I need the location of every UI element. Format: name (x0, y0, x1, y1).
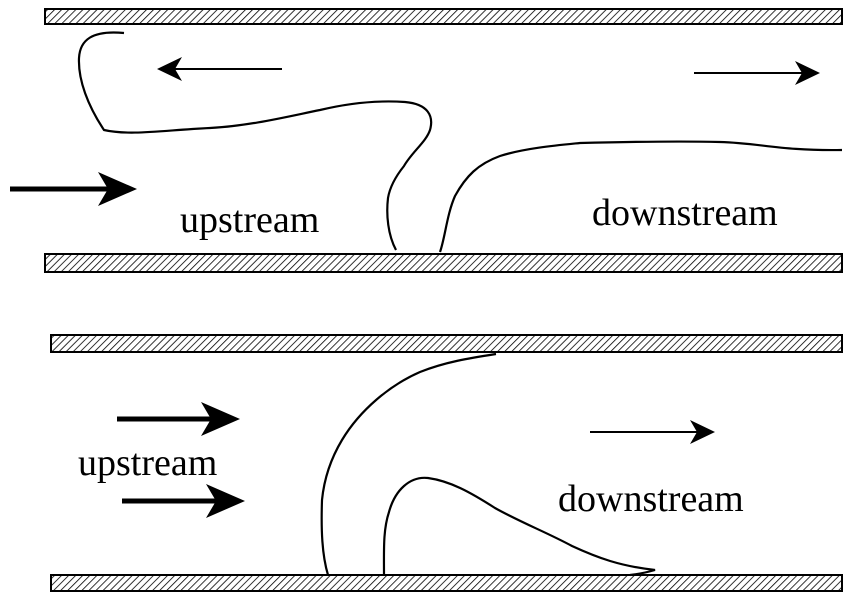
bottom-panel: upstream downstream (50, 334, 843, 592)
top-panel-lower-wall (44, 253, 843, 273)
bottom-panel-inner-interface (382, 476, 656, 577)
top-panel-downstream-arrow (694, 61, 820, 85)
bottom-panel-downstream-arrow (590, 420, 715, 444)
bottom-panel-downstream-label: downstream (558, 478, 744, 520)
bottom-panel-lower-wall (50, 574, 843, 592)
bottom-panel-inflow-arrow-lower (122, 484, 245, 518)
bottom-panel-inflow-arrow-upper (117, 402, 240, 436)
top-panel-upstream-label: upstream (180, 199, 319, 241)
top-panel-upper-wall (44, 8, 843, 25)
top-panel-downstream-label: downstream (592, 192, 778, 234)
top-panel-plume-interface (438, 140, 843, 253)
top-panel: upstream downstream (10, 8, 843, 273)
top-panel-recirculation-interface (77, 31, 433, 251)
bottom-panel-outer-interface (320, 352, 497, 576)
bottom-panel-upper-wall (50, 334, 843, 353)
top-panel-leftward-arrow (157, 57, 282, 81)
top-panel-inflow-arrow (10, 172, 137, 206)
bottom-panel-upstream-label: upstream (78, 442, 217, 484)
